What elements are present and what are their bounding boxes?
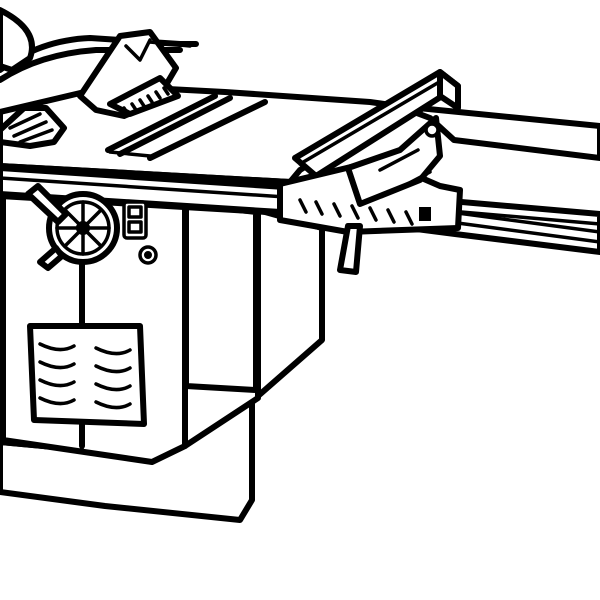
vent-slots-right [94,346,132,410]
guard-bracket [124,38,192,62]
miter-slot-right [147,99,268,161]
switch-on-button[interactable] [127,205,143,219]
table-insert [108,150,152,158]
rip-fence-end [437,69,461,111]
extension-table [395,103,600,161]
handwheel-handle[interactable] [37,245,65,271]
right-leg [255,207,325,399]
guard-arm-lower [0,47,183,83]
front-rail-line-2 [448,210,600,234]
cabinet-side-panel [183,201,259,393]
pawl-teeth [122,86,170,116]
vent-panel [27,323,147,427]
vent-slots-left [38,342,76,406]
handwheel-spokes [55,200,111,256]
tilt-knob-center [144,251,152,259]
guard-arm-top [0,7,35,73]
fence-lock-stud [419,207,431,221]
fence-lock-handle[interactable] [337,223,363,275]
handwheel-crank[interactable] [25,183,69,225]
fence-teeth [298,198,414,226]
fence-knob [424,122,440,138]
switch-off-button[interactable] [127,220,143,234]
rip-fence-top-line [298,76,448,166]
front-rail-line-3 [448,220,600,244]
fence-bracket-detail [378,148,432,192]
miter-slot-left-b [117,95,233,157]
miter-slot-left [105,93,218,153]
anti-kickback-pawl [107,75,181,117]
splitter-ribs [8,112,54,144]
